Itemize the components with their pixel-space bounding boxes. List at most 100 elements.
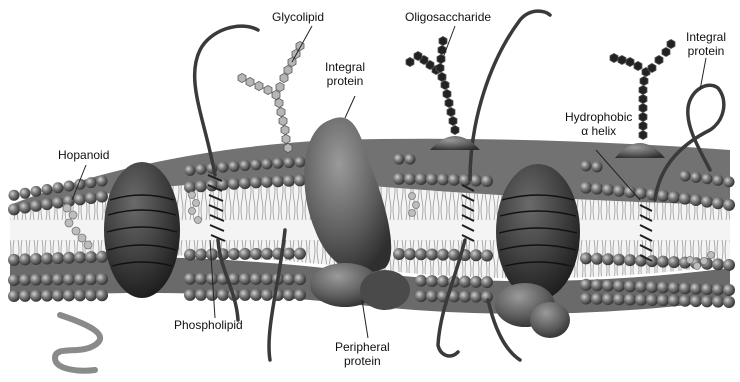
label-line: protein — [335, 354, 390, 368]
lipid-head-bead — [74, 273, 86, 285]
lipid-head-bead — [602, 253, 614, 265]
lipid-head-bead — [668, 282, 680, 294]
lipid-head-bead — [96, 191, 108, 203]
sugar-residue — [279, 116, 287, 125]
lipid-head-bead — [239, 248, 251, 260]
label-line: Integral — [325, 60, 365, 74]
lipid-head-bead — [679, 282, 691, 294]
sugar-residue — [272, 90, 280, 99]
sugar-residue — [626, 57, 634, 66]
sugar-residue — [648, 63, 656, 72]
lipid-head-bead — [74, 193, 86, 205]
lipid-head-bead — [394, 154, 405, 165]
lipid-head-bead — [404, 173, 416, 185]
lipid-head-bead — [52, 273, 64, 285]
label-peripheral-protein: Peripheral protein — [335, 340, 390, 368]
sugar-residue — [284, 143, 292, 152]
lipid-head-bead — [262, 158, 273, 169]
sugar-residue — [667, 39, 675, 48]
lipid-head-bead — [393, 248, 405, 260]
lipid-head-bead — [470, 291, 482, 303]
lipid-head-bead — [723, 259, 735, 271]
integral-protein-left — [104, 162, 180, 298]
lipid-head-bead — [415, 173, 427, 185]
lipid-head-bead — [41, 274, 53, 286]
lipid-head-bead — [295, 156, 306, 167]
label-hydrophobic-helix: Hydrophobic α helix — [565, 110, 632, 138]
lipid-head-bead — [85, 289, 97, 301]
lipid-head-bead — [86, 177, 97, 188]
sugar-residue — [246, 77, 254, 86]
lipid-head-bead — [185, 165, 196, 176]
sugar-residue — [447, 107, 455, 116]
lipid-head-bead — [613, 293, 625, 305]
label-line: protein — [325, 74, 365, 88]
sugar-residue — [277, 107, 285, 116]
lipid-head-bead — [239, 289, 251, 301]
lipid-head-bead — [239, 273, 251, 285]
lipid-head-bead — [19, 253, 31, 265]
lipid-head-bead — [63, 289, 75, 301]
lipid-head-bead — [624, 293, 636, 305]
lipid-head-bead — [41, 198, 53, 210]
lipid-head-bead — [96, 289, 108, 301]
lipid-head-bead — [581, 160, 592, 171]
lipid-head-bead — [229, 161, 240, 172]
lipid-head-bead — [712, 197, 724, 209]
lipid-head-bead — [592, 161, 603, 172]
lipid-head-bead — [228, 178, 240, 190]
sugar-residue — [443, 89, 451, 98]
lipid-head-bead — [613, 185, 625, 197]
lipid-head-bead — [437, 275, 449, 287]
sugar-residue — [639, 85, 647, 94]
sugar-residue — [264, 85, 272, 94]
sugar-residue — [255, 81, 263, 90]
lipid-head-bead — [283, 273, 295, 285]
lipid-head-bead — [251, 159, 262, 170]
lipid-head-bead — [63, 273, 75, 285]
lipid-head-bead — [284, 157, 295, 168]
lipid-head-bead — [481, 175, 493, 187]
label-integral-protein-center: Integral protein — [325, 60, 365, 88]
lipid-head-bead — [470, 249, 482, 261]
label-line: protein — [686, 44, 726, 58]
sugar-residue — [238, 73, 246, 82]
lipid-head-bead — [646, 255, 658, 267]
sugar-residue — [445, 98, 453, 107]
lipid-head-bead — [53, 182, 64, 193]
lipid-head-bead — [691, 172, 702, 183]
sugar-residue — [451, 125, 459, 134]
lipid-head-bead — [713, 175, 724, 186]
lipid-head-bead — [690, 283, 702, 295]
lipid-head-bead — [635, 294, 647, 306]
lipid-head-bead — [196, 164, 207, 175]
lipid-head-bead — [668, 295, 680, 307]
lipid-head-bead — [635, 281, 647, 293]
lipid-head-bead — [437, 249, 449, 261]
lipid-head-bead — [19, 290, 31, 302]
lipid-head-bead — [679, 295, 691, 307]
lipid-head-bead — [415, 248, 427, 260]
lipid-head-bead — [184, 249, 196, 261]
label-oligosaccharide: Oligosaccharide — [405, 10, 491, 24]
lipid-head-bead — [723, 296, 735, 308]
lipid-head-bead — [613, 280, 625, 292]
label-glycolipid: Glycolipid — [272, 10, 324, 24]
lipid-head-bead — [184, 181, 196, 193]
lipid-head-bead — [52, 290, 64, 302]
lipid-head-bead — [30, 274, 42, 286]
sugar-residue — [662, 47, 670, 56]
lipid-head-bead — [195, 289, 207, 301]
lipid-head-bead — [19, 202, 31, 214]
lipid-head-bead — [30, 253, 42, 265]
lipid-head-bead — [415, 275, 427, 287]
sugar-residue — [414, 51, 422, 60]
lipid-head-bead — [415, 290, 427, 302]
sugar-residue — [639, 130, 647, 139]
label-phospholipid: Phospholipid — [174, 318, 243, 332]
lipid-head-bead — [393, 173, 405, 185]
sugar-residue — [438, 72, 446, 81]
sugar-residue — [439, 36, 447, 45]
lipid-head-bead — [8, 290, 20, 302]
